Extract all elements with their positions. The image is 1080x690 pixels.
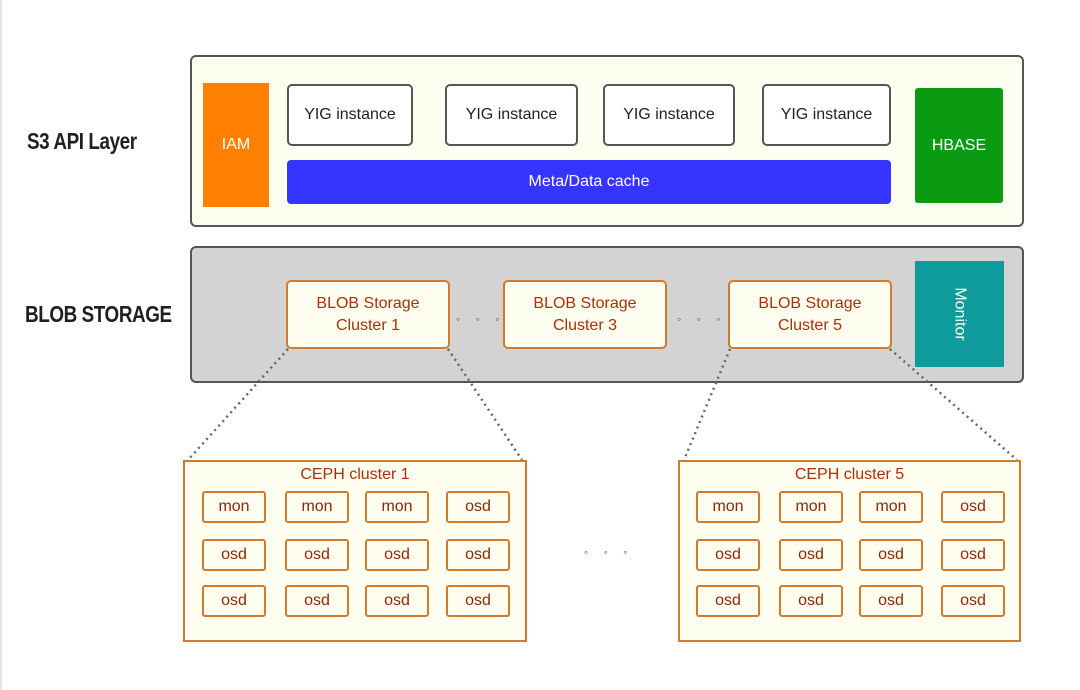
ceph1-node-r2c4: osd xyxy=(446,539,510,571)
blob-storage-label: BLOB STORAGE xyxy=(25,301,172,327)
left-edge-rule xyxy=(0,0,2,690)
yig-instance-4: YIG instance xyxy=(762,84,891,146)
connector-cluster5-right xyxy=(889,348,1018,461)
blob-cluster-1-line-1: BLOB Storage xyxy=(316,294,420,312)
meta-data-cache-bar: Meta/Data cache xyxy=(287,160,891,204)
ceph-cluster-5-title: CEPH cluster 5 xyxy=(794,466,905,483)
ceph5-node-r1c3: mon xyxy=(859,491,923,523)
ceph5-node-r1c2: mon xyxy=(779,491,843,523)
iam-box: IAM xyxy=(203,83,269,207)
ceph1-node-r1c4: osd xyxy=(446,491,510,523)
ceph5-node-r2c3: osd xyxy=(859,539,923,571)
ceph-cluster-1-title: CEPH cluster 1 xyxy=(300,466,410,483)
blob-cluster-5: BLOB Storage Cluster 5 xyxy=(728,280,892,349)
blob-cluster-3: BLOB Storage Cluster 3 xyxy=(503,280,667,349)
ceph5-node-r3c1: osd xyxy=(696,585,760,617)
ceph5-node-r3c2: osd xyxy=(779,585,843,617)
hbase-box: HBASE xyxy=(915,88,1003,203)
ceph1-node-r3c1: osd xyxy=(202,585,266,617)
ceph1-node-r2c2: osd xyxy=(285,539,349,571)
yig-instance-1: YIG instance xyxy=(287,84,413,146)
ceph5-node-r1c4: osd xyxy=(941,491,1005,523)
blob-cluster-5-line-2: Cluster 5 xyxy=(777,316,842,334)
ceph1-node-r1c1: mon xyxy=(202,491,266,523)
blob-cluster-5-line-1: BLOB Storage xyxy=(758,294,862,312)
connector-cluster5-left xyxy=(682,348,732,461)
yig-instance-2: YIG instance xyxy=(445,84,578,146)
ceph5-node-r1c1: mon xyxy=(696,491,760,523)
blob-ellipsis-1: ◦ ◦ ◦ xyxy=(456,312,506,326)
ceph5-node-r2c4: osd xyxy=(941,539,1005,571)
monitor-box: Monitor xyxy=(915,261,1004,367)
ceph5-node-r2c2: osd xyxy=(779,539,843,571)
ceph1-node-r2c1: osd xyxy=(202,539,266,571)
ceph1-node-r1c3: mon xyxy=(365,491,429,523)
ceph5-node-r3c4: osd xyxy=(941,585,1005,617)
blob-cluster-3-line-1: BLOB Storage xyxy=(533,294,637,312)
ceph1-node-r3c2: osd xyxy=(285,585,349,617)
ceph5-node-r2c1: osd xyxy=(696,539,760,571)
ceph1-node-r3c3: osd xyxy=(365,585,429,617)
yig-instance-3: YIG instance xyxy=(603,84,735,146)
ceph5-node-r3c3: osd xyxy=(859,585,923,617)
connector-cluster1-right xyxy=(446,348,524,461)
ceph1-node-r2c3: osd xyxy=(365,539,429,571)
blob-ellipsis-2: ◦ ◦ ◦ xyxy=(677,312,727,326)
blob-cluster-1: BLOB Storage Cluster 1 xyxy=(286,280,450,349)
ceph-ellipsis: ◦ ◦ ◦ xyxy=(584,545,634,559)
blob-cluster-1-line-2: Cluster 1 xyxy=(335,316,400,334)
connector-cluster1-left xyxy=(187,348,289,461)
ceph1-node-r1c2: mon xyxy=(285,491,349,523)
blob-cluster-3-line-2: Cluster 3 xyxy=(552,316,617,334)
api-layer-label: S3 API Layer xyxy=(27,128,137,154)
ceph1-node-r3c4: osd xyxy=(446,585,510,617)
